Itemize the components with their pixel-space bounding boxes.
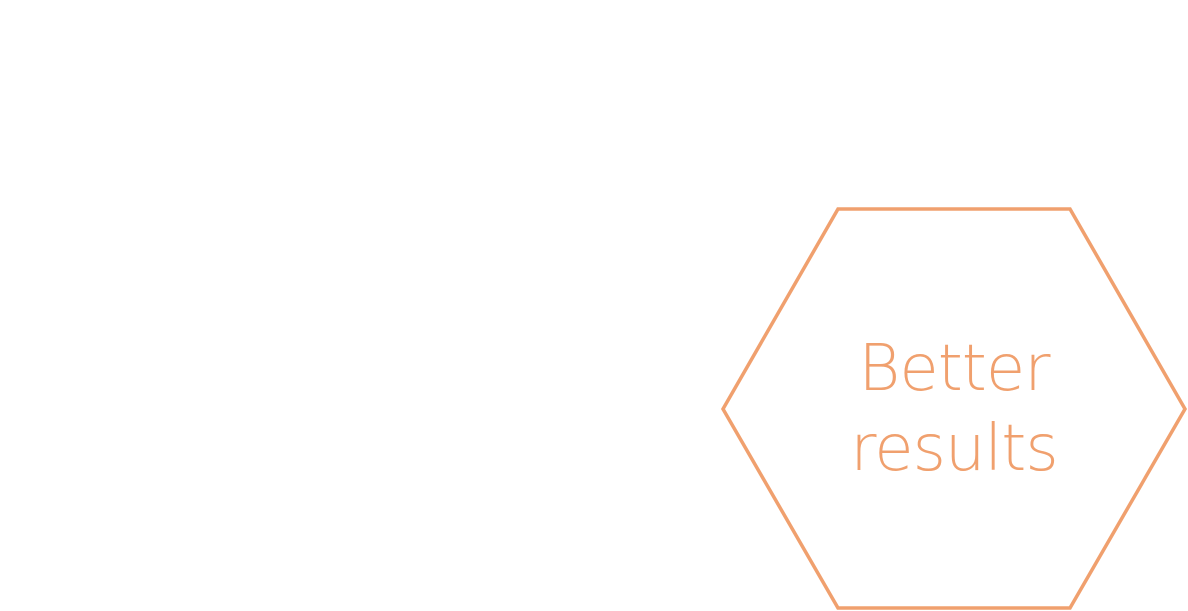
hexagon-label: Better results (724, 209, 1184, 608)
hexagon-label-line-1: Better (858, 331, 1050, 406)
hexagon-outline (720, 207, 1188, 610)
hexagon-label-line-2: results (850, 411, 1058, 486)
